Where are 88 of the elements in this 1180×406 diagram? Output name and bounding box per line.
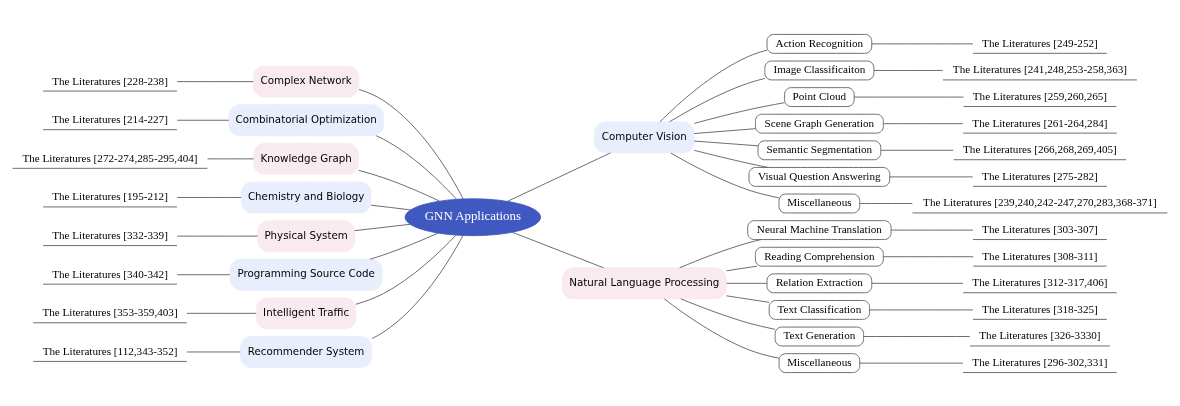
node-box: Semantic Segmentation: [757, 139, 882, 160]
node-box: Text Classification: [768, 299, 870, 320]
connector: [859, 202, 913, 204]
connector: [863, 335, 971, 337]
connector: [176, 80, 254, 82]
node-box: Scene Graph Generation: [755, 113, 884, 134]
node-text: The Literatures [249-252]: [982, 36, 1098, 49]
connector: [369, 232, 439, 260]
node-ellipse: GNN Applications: [404, 197, 542, 236]
connector: [355, 234, 457, 305]
node-box: Recommender System: [240, 335, 373, 368]
node-text: The Literatures [353-359,403]: [42, 305, 178, 318]
connector: [680, 297, 776, 330]
connector: [883, 255, 974, 257]
node-text: The Literatures [266,268,269,405]: [963, 142, 1117, 155]
node-box: Intelligent Traffic: [255, 296, 357, 329]
node-box: Relation Extraction: [766, 272, 873, 293]
connector: [176, 273, 231, 275]
node-box: Visual Question Answering: [748, 166, 891, 187]
connector: [176, 119, 230, 121]
connector: [663, 297, 780, 359]
node-box: Reading Comprehension: [755, 246, 884, 267]
node-text: The Literatures [241,248,253-258,363]: [952, 62, 1128, 75]
connector: [659, 49, 768, 122]
node-box: Action Recognition: [766, 33, 873, 54]
connector: [871, 42, 974, 44]
node-box: Natural Language Processing: [561, 266, 727, 299]
connector: [669, 77, 766, 122]
connector: [358, 88, 464, 199]
connector: [873, 69, 944, 71]
node-text: The Literatures [326-3330]: [979, 328, 1101, 341]
connector: [693, 149, 769, 168]
node-box: Miscellaneous: [778, 193, 861, 213]
connector: [880, 149, 954, 151]
node-box: Neural Machine Translation: [747, 219, 892, 240]
node-text: The Literatures [239,240,242-247,270,283,368-371]: [923, 195, 1157, 208]
node-box: Programming Source Code: [229, 258, 383, 291]
node-box: Chemistry and Biology: [240, 181, 372, 213]
node-box: Image Classificaiton: [764, 60, 875, 80]
connector: [354, 223, 411, 231]
node-text: The Literatures [332-339]: [52, 228, 168, 241]
connector: [693, 140, 759, 146]
connector: [176, 235, 259, 237]
connector: [507, 152, 611, 202]
connector: [186, 312, 257, 314]
node-text: The Literatures [272-274,285-295,404]: [22, 151, 198, 164]
node-text: The Literatures [340-342]: [52, 267, 168, 280]
node-text: The Literatures [318-325]: [982, 302, 1098, 315]
connector: [512, 231, 604, 268]
connector: [883, 122, 964, 124]
node-text: The Literatures [195-212]: [52, 189, 168, 202]
node-box: Combinatorial Optimization: [228, 103, 384, 136]
node-box: Miscellaneous: [778, 352, 861, 373]
connector: [869, 309, 974, 310]
node-text: The Literatures [228-238]: [52, 74, 168, 87]
node-box: Physical System: [257, 219, 356, 252]
connector: [871, 282, 964, 284]
node-text: The Literatures [312-317,406]: [972, 275, 1108, 288]
connector: [371, 234, 464, 339]
connector: [726, 265, 758, 271]
node-text: The Literatures [261-264,284]: [972, 116, 1108, 129]
node-text: The Literatures [259,260,265]: [972, 89, 1108, 102]
connector: [375, 134, 457, 200]
connector: [693, 101, 785, 124]
node-text: The Literatures [303-307]: [982, 222, 1098, 235]
node-text: The Literatures [275-282]: [982, 169, 1098, 182]
node-box: Computer Vision: [594, 121, 695, 153]
node-text: The Literatures [308-311]: [982, 249, 1098, 262]
connector: [370, 204, 411, 210]
connector: [889, 175, 974, 177]
node-box: Complex Network: [252, 65, 360, 97]
connector: [726, 294, 770, 303]
connector: [679, 238, 762, 268]
node-text: The Literatures [214-227]: [52, 112, 168, 125]
connector: [853, 96, 964, 97]
connector: [670, 152, 780, 198]
node-text: The Literatures [296-302,331]: [972, 355, 1108, 368]
node-box: Text Generation: [774, 326, 864, 346]
node-box: Point Cloud: [784, 86, 855, 107]
connector: [176, 196, 242, 198]
connector: [890, 229, 974, 231]
connector: [726, 282, 768, 284]
node-text: The Literatures [112,343-352]: [42, 344, 178, 357]
connector: [207, 157, 254, 159]
connector: [859, 362, 964, 364]
node-box: Knowledge Graph: [253, 142, 359, 175]
connector: [358, 169, 440, 201]
connector: [693, 127, 756, 134]
